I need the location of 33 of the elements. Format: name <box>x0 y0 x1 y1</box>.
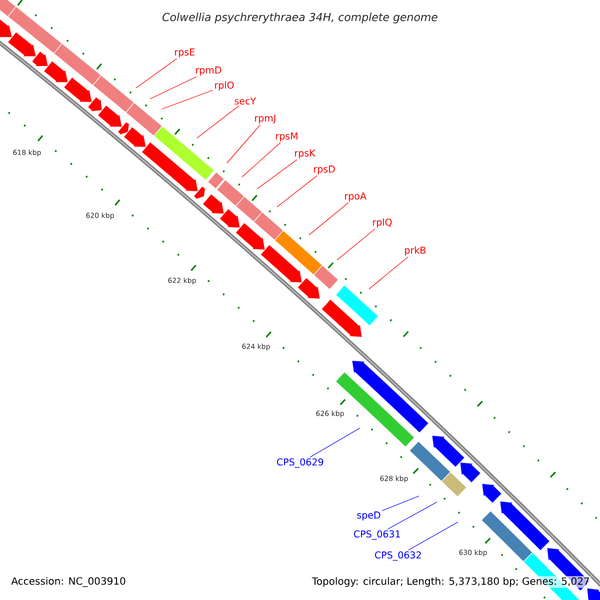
gene-label: speD <box>357 512 380 520</box>
leader-line <box>382 496 420 512</box>
leader-line <box>226 124 261 164</box>
leader-line <box>150 76 197 100</box>
leader-line <box>308 202 349 236</box>
gene-label: CPS_0629 <box>277 458 324 468</box>
gene-label: rpmJ <box>255 114 276 124</box>
leader-line <box>310 428 360 458</box>
gene-label: secY <box>234 97 256 105</box>
leader-line <box>408 522 458 550</box>
title: Colwellia psychrerythraea 34H, complete genome <box>162 12 438 24</box>
leader-line <box>368 256 408 290</box>
gene-label: rpoA <box>345 192 366 202</box>
gene-label: rpmD <box>196 66 222 76</box>
gene-label: rplO <box>215 81 234 91</box>
gene-label: CPS_0631 <box>354 530 400 540</box>
leader-line <box>336 228 376 260</box>
leader-line <box>256 159 298 190</box>
leader-line <box>276 175 318 208</box>
footer-text: Accession: NC_003910 <box>10 576 127 588</box>
gene-label: rpsM <box>276 132 298 142</box>
leader-line <box>387 502 438 530</box>
leader-line <box>242 142 281 178</box>
footer-text: Topology: circular; Length: 5,373,180 bp; Genes: 5,027 <box>310 576 591 588</box>
leader-line <box>136 58 178 88</box>
gene-label: CPS_0632 <box>375 551 421 561</box>
leader-line <box>196 105 240 138</box>
leader-line <box>162 90 214 110</box>
gene-label: rpsK <box>295 150 316 158</box>
gene-label: rplQ <box>373 218 392 228</box>
gene-label: rpsE <box>175 48 194 58</box>
gene-label: rpsD <box>314 166 335 174</box>
gene-label: prkB <box>405 246 426 256</box>
